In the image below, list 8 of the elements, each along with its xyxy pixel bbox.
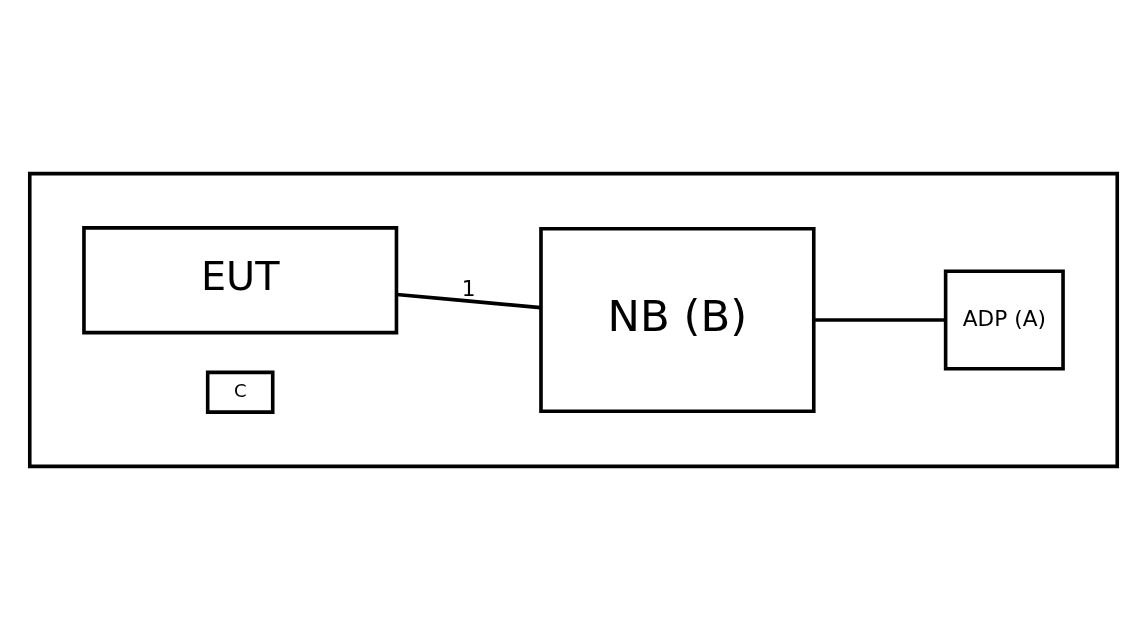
connector — [813, 318, 945, 322]
cluster — [27, 171, 1120, 469]
edge-label: 1 — [461, 275, 476, 301]
node-box: ADP (A) — [943, 269, 1065, 371]
node-box: NB (B) — [539, 226, 816, 414]
node-box: C — [205, 370, 275, 414]
node-box: EUT — [82, 226, 399, 335]
connector — [396, 292, 541, 310]
